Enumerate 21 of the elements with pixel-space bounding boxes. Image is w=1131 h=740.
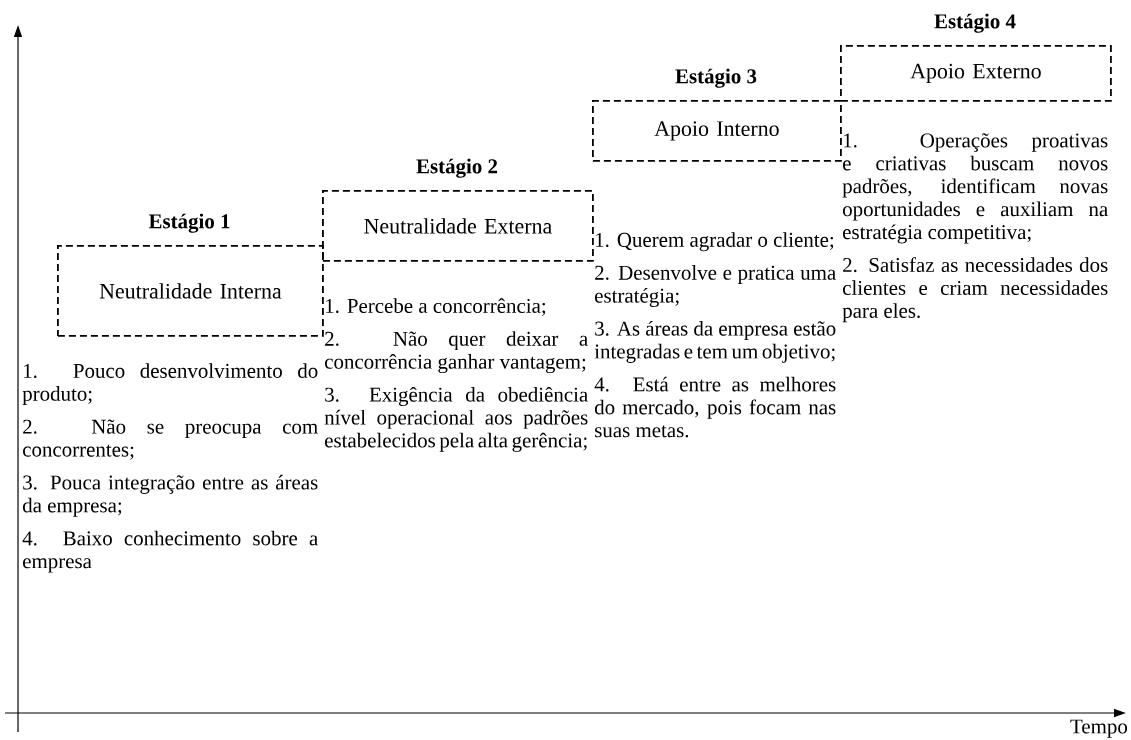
stage-box: Neutralidade Externa bbox=[322, 190, 594, 262]
list-item: 1. Pouco desenvolvimento do produto; bbox=[22, 363, 318, 406]
list-item: 3. Exigência da obediência nível operacional aos padrões estabelecidos pela alta gerência; bbox=[324, 386, 588, 452]
list-item: 2. Não quer deixar a concorrência ganhar vantagem; bbox=[325, 331, 588, 374]
stage-heading: Estágio 1 bbox=[148, 213, 230, 233]
list-item: 3. Pouca integração entre as áreas da empresa; bbox=[22, 474, 318, 517]
stage-heading: Estágio 4 bbox=[934, 13, 1016, 33]
list-item: 2. Não se preocupa com concorrentes; bbox=[23, 419, 318, 460]
stage-heading: Estágio 2 bbox=[416, 158, 498, 178]
stage-box: Apoio Externo bbox=[840, 45, 1112, 102]
list-item: 4. Baixo conhecimento sobre a empresa bbox=[22, 530, 318, 573]
list-item: 2. Desenvolve e pratica uma estratégia; bbox=[595, 265, 836, 308]
stage-box: Neutralidade Interna bbox=[57, 245, 324, 337]
list-item: 4. Está entre as melhores do mercado, pois focam nas suas metas. bbox=[594, 376, 836, 438]
list-item: 1. Operações proativas e criativas buscam novos padrões, identificam novas oportunidades e auxiliam na estratégia competitiva; bbox=[842, 133, 1108, 244]
axis-label: Tempo bbox=[1070, 719, 1128, 738]
stage-heading: Estágio 3 bbox=[675, 68, 757, 88]
list-item: 3. As áreas da empresa estão integradas e tem um objetivo; bbox=[594, 320, 836, 363]
list-item: 1. Percebe a concorrência; bbox=[326, 298, 546, 316]
stage-box: Apoio Interno bbox=[592, 100, 842, 162]
list-item: 2. Satisfaz as necessidades dos clientes e criam necessidades para eles. bbox=[842, 257, 1108, 323]
